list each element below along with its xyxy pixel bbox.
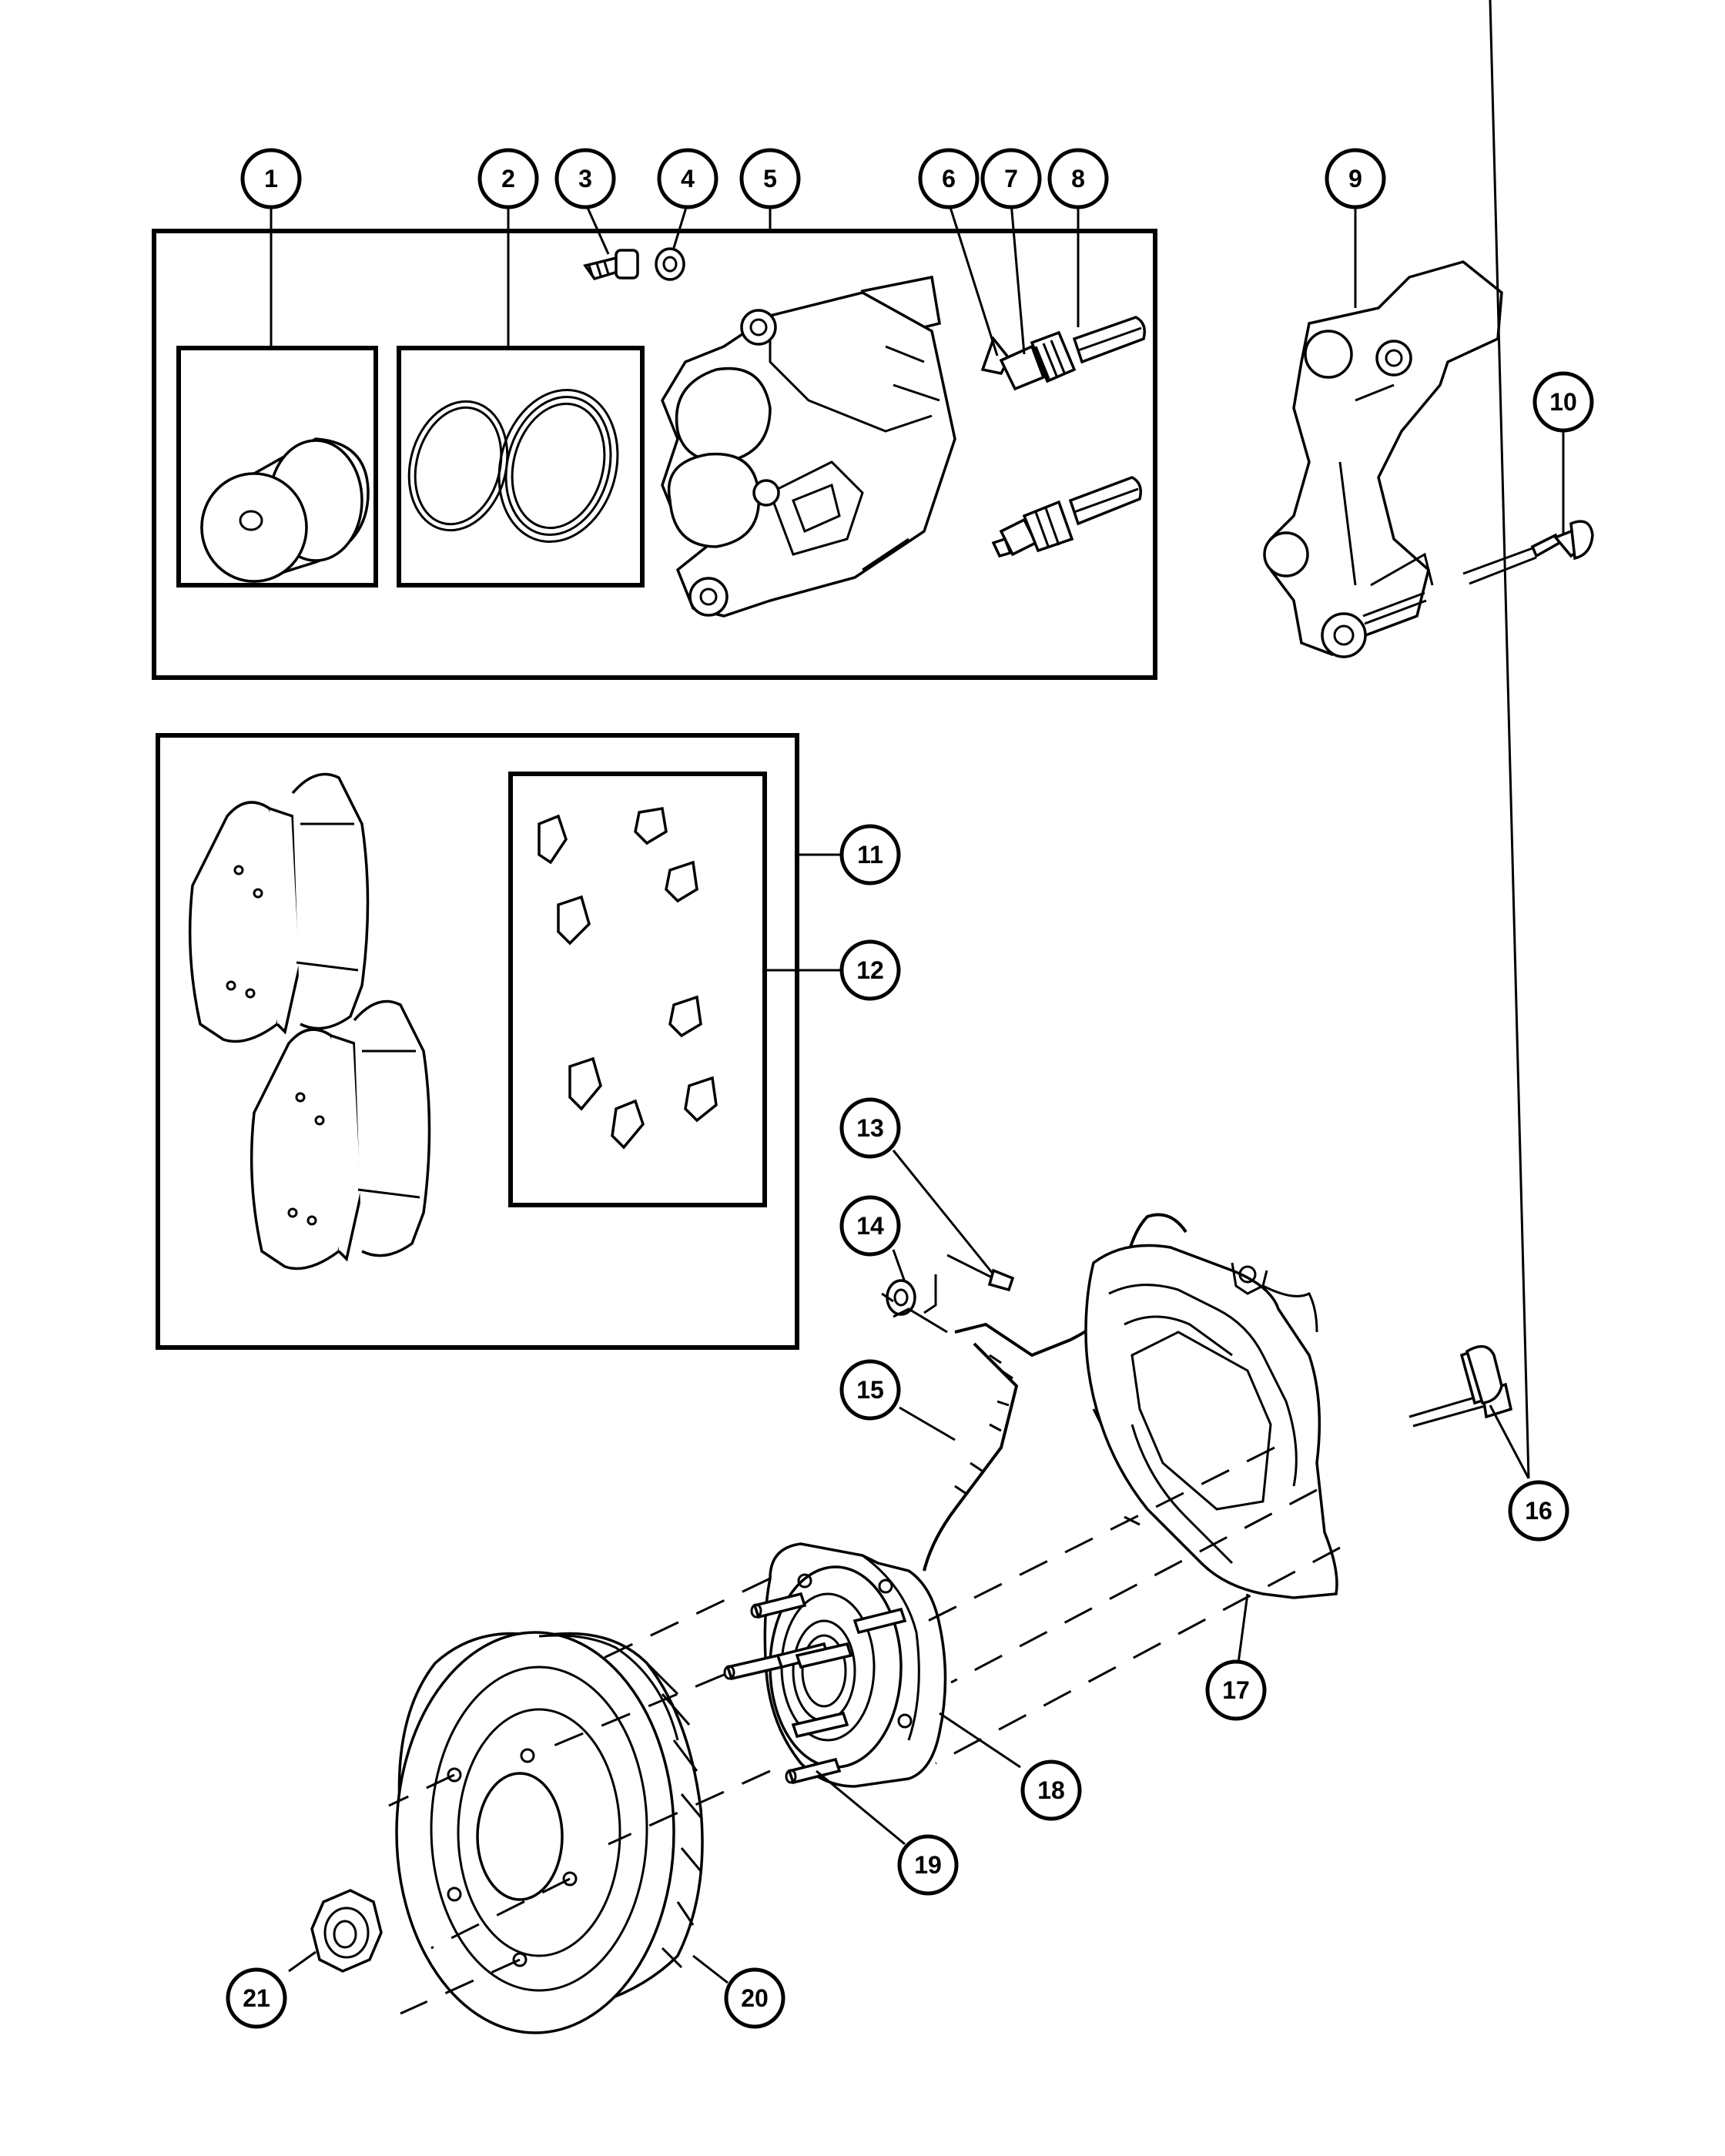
callout-label: 9: [1348, 165, 1362, 192]
piston-box: [176, 346, 378, 588]
callout-16: 16: [1508, 1480, 1569, 1542]
callout-17: 17: [1205, 1659, 1267, 1721]
callout-circle: [839, 824, 901, 886]
callout-circle: [739, 148, 801, 209]
callout-label: 20: [741, 1984, 769, 2012]
callout-label: 13: [856, 1114, 884, 1142]
hardware-kit-box: [508, 772, 767, 1207]
callout-5: 5: [739, 148, 801, 209]
callout-10: 10: [1532, 371, 1594, 433]
wheel-stud-illustration: [723, 1592, 907, 1785]
callout-label: 12: [856, 956, 884, 984]
sensor-nut-illustration: [881, 1279, 916, 1316]
callout-12: 12: [839, 939, 901, 1001]
caliper-group-box: [152, 229, 1157, 680]
callout-circle: [226, 1967, 287, 2029]
adapter-bolt-illustration: [1462, 520, 1594, 585]
callout-circle: [477, 148, 539, 209]
callout-circle: [554, 148, 616, 209]
callout-label: 21: [243, 1984, 270, 2012]
callout-circle: [1508, 1480, 1569, 1542]
callout-label: 16: [1525, 1497, 1552, 1525]
callout-14: 14: [839, 1195, 901, 1257]
callout-circle: [839, 1359, 901, 1421]
splash-shield-illustration: [1084, 1244, 1338, 1599]
callout-20: 20: [724, 1967, 785, 2029]
callout-circle: [657, 148, 718, 209]
callout-circle: [897, 1834, 959, 1896]
callout-3: 3: [554, 148, 616, 209]
callout-label: 14: [856, 1212, 884, 1240]
callout-circle: [1532, 371, 1594, 433]
callout-label: 2: [501, 165, 515, 192]
caliper-illustration: [661, 275, 956, 618]
callout-18: 18: [1020, 1759, 1082, 1821]
callout-11: 11: [839, 824, 901, 886]
seal-illustration: [407, 388, 619, 544]
callout-4: 4: [657, 148, 718, 209]
callout-label: 5: [763, 165, 777, 192]
bleeder-cap-illustration: [655, 247, 685, 281]
callout-circle: [839, 939, 901, 1001]
callout-label: 6: [942, 165, 956, 192]
callout-6: 6: [918, 148, 980, 209]
callout-19: 19: [897, 1834, 959, 1896]
callout-label: 17: [1222, 1676, 1250, 1704]
bleeder-screw-illustration: [583, 249, 639, 281]
callout-1: 1: [240, 148, 302, 209]
brake-rotor-illustration: [395, 1631, 704, 2034]
callout-label: 8: [1071, 165, 1085, 192]
callout-label: 7: [1004, 165, 1018, 192]
callout-7: 7: [980, 148, 1042, 209]
callout-label: 11: [857, 841, 883, 869]
callout-circle: [1020, 1759, 1082, 1821]
callout-circle: [839, 1195, 901, 1257]
callout-label: 1: [264, 165, 278, 192]
brake-pad-group-box: [156, 733, 799, 1350]
callout-circle: [724, 1967, 785, 2029]
sensor-bolt-illustration: [923, 1254, 1015, 1314]
callout-circle: [839, 1097, 901, 1159]
callout-circle: [1325, 148, 1386, 209]
callout-label: 15: [856, 1376, 884, 1404]
seal-kit-box: [397, 346, 645, 588]
caliper-adapter-illustration: [1263, 260, 1503, 658]
callout-9: 9: [1325, 148, 1386, 209]
pad-clip-illustration: [538, 806, 718, 1150]
callout-circle: [918, 148, 980, 209]
callout-circle: [1047, 148, 1109, 209]
callout-label: 3: [578, 165, 592, 192]
callout-circle: [1205, 1659, 1267, 1721]
callout-label: 18: [1037, 1776, 1065, 1804]
callout-15: 15: [839, 1359, 901, 1421]
brake-pad-illustration: [188, 772, 431, 1270]
hub-bolt-illustration: [1408, 1344, 1513, 1428]
callout-8: 8: [1047, 148, 1109, 209]
callout-label: 4: [681, 165, 695, 192]
callout-2: 2: [477, 148, 539, 209]
guide-pin-lower-illustration: [991, 476, 1142, 558]
leader-lines: [270, 0, 1565, 1984]
guide-pin-illustration: [980, 316, 1146, 391]
callout-circle: [980, 148, 1042, 209]
assembly-centerlines: [388, 1446, 1341, 2015]
piston-illustration: [200, 437, 370, 583]
callout-circle: [240, 148, 302, 209]
callout-label: 10: [1549, 388, 1577, 416]
callout-13: 13: [839, 1097, 901, 1159]
callout-label: 19: [914, 1851, 942, 1879]
callout-21: 21: [226, 1967, 287, 2029]
hub-nut-illustration: [310, 1889, 383, 1973]
